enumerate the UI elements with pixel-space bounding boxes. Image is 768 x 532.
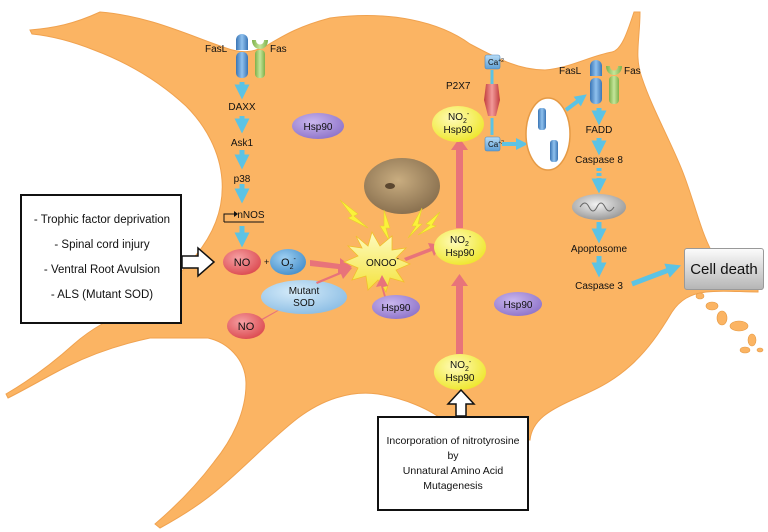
- nnos-label: nNOS: [237, 210, 265, 221]
- nucleolus: [385, 183, 395, 189]
- condition-item: - Ventral Root Avulsion: [43, 264, 161, 276]
- mitochondrion: [572, 194, 626, 220]
- no-label-lower: NO: [238, 321, 255, 333]
- damage-bolts: [339, 199, 441, 243]
- p2x7-channel: [484, 84, 500, 116]
- ask1-label: Ask1: [231, 138, 254, 149]
- gene-promoter-icon: [223, 211, 264, 223]
- method-line: Mutagenesis: [423, 479, 483, 492]
- no-label: NO: [234, 257, 251, 269]
- svg-text:Hsp90: Hsp90: [444, 125, 473, 136]
- arrow-up-lower-head: [451, 274, 468, 286]
- fasl-label: FasL: [205, 44, 228, 55]
- cell-death-box: Cell death: [684, 248, 764, 290]
- nitrated-hsp90-middle: NO2- Hsp90: [434, 229, 486, 265]
- condition-item: - ALS (Mutant SOD): [50, 289, 154, 301]
- nitrated-hsp90-top: NO2- Hsp90: [432, 106, 484, 142]
- fasl-label-right: FasL: [559, 66, 582, 77]
- calcium-label-bottom: Ca+2: [488, 140, 504, 149]
- hollow-arrow-up: [446, 388, 476, 417]
- hsp90-node-center: [372, 295, 420, 319]
- svg-text:NO2-: NO2-: [450, 234, 472, 248]
- fadd-label: FADD: [586, 125, 613, 136]
- apoptosome-label: Apoptosome: [571, 244, 628, 255]
- arrow-up-lower-shaft: [456, 282, 463, 354]
- nitrated-hsp90-bottom: NO2- Hsp90: [434, 354, 486, 390]
- endosome-vesicle: [525, 97, 571, 171]
- mutant-sod-label-2: SOD: [293, 298, 315, 309]
- daxx-label: DAXX: [228, 102, 256, 113]
- fas-receptor-right: [590, 60, 622, 104]
- peroxynitrite-label: ONOO-: [366, 256, 400, 269]
- caspase8-label: Caspase 8: [575, 155, 623, 166]
- vesicle-receptor: [550, 140, 558, 162]
- membrane-bleb: [756, 347, 764, 353]
- condition-item: - Trophic factor deprivation: [33, 214, 171, 226]
- calcium-box-top: [484, 54, 501, 70]
- hsp90-node-right: [494, 292, 542, 316]
- no-node-lower: [227, 313, 265, 339]
- fas-receptor-left: [236, 34, 268, 78]
- membrane-bleb: [716, 310, 728, 326]
- caspase3-label: Caspase 3: [575, 281, 623, 292]
- hsp90-node-top: [292, 113, 344, 139]
- svg-text:Hsp90: Hsp90: [446, 373, 475, 384]
- membrane-bleb: [747, 333, 757, 347]
- mitochondrion-cristae: [579, 202, 615, 212]
- calcium-box-bottom: [484, 136, 501, 152]
- svg-text:Hsp90: Hsp90: [446, 248, 475, 259]
- membrane-bleb: [695, 292, 705, 300]
- vesicle-receptor: [538, 108, 546, 130]
- p38-label: p38: [234, 174, 251, 185]
- condition-item: - Spinal cord injury: [54, 239, 150, 251]
- stress-conditions-box: - Trophic factor deprivation - Spinal co…: [20, 194, 182, 324]
- membrane-bleb: [739, 346, 751, 354]
- arrow-to-cell-death: [631, 263, 682, 287]
- arrow-hsp90-to-peroxynitrite: [376, 275, 388, 300]
- p2x7-label: P2X7: [446, 81, 471, 92]
- fas-label-right: Fas: [624, 66, 641, 77]
- superoxide-node: [270, 249, 306, 275]
- hsp90-label-top: Hsp90: [304, 122, 333, 133]
- hsp90-label-right: Hsp90: [504, 300, 533, 311]
- method-line: Incorporation of nitrotyrosine by: [386, 434, 520, 462]
- arrow-up-upper-head: [451, 138, 468, 150]
- superoxide-label: O2-: [281, 256, 296, 271]
- method-line: Unnatural Amino Acid: [402, 464, 504, 477]
- mutant-sod-node: [261, 280, 347, 314]
- calcium-label-top: Ca+2: [488, 58, 504, 67]
- membrane-bleb: [729, 320, 749, 332]
- peroxynitrite-burst: [342, 230, 412, 293]
- vesicle-arrow: [564, 94, 587, 112]
- hsp90-label-center: Hsp90: [382, 303, 411, 314]
- no-node: [223, 249, 261, 275]
- svg-text:NO2-: NO2-: [448, 111, 470, 125]
- hollow-arrow-right: [181, 246, 216, 278]
- nucleus: [364, 158, 440, 214]
- svg-text:NO2-: NO2-: [450, 359, 472, 373]
- fas-label: Fas: [270, 44, 287, 55]
- mutant-sod-label-1: Mutant: [289, 286, 320, 297]
- membrane-bleb: [705, 301, 719, 311]
- arrow-sod-to-peroxynitrite: [316, 267, 352, 284]
- method-box: Incorporation of nitrotyrosine by Unnatu…: [377, 416, 529, 511]
- plus-sign: +: [264, 257, 269, 267]
- arrow-to-nitrated-hsp90: [404, 243, 442, 261]
- arrow-up-upper-shaft: [456, 146, 463, 228]
